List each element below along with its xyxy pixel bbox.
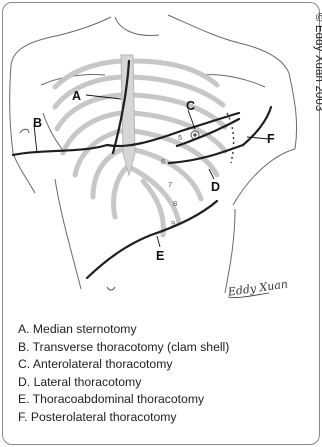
label-b: B bbox=[33, 116, 42, 130]
legend-item-d: D. Lateral thoracotomy bbox=[18, 374, 229, 392]
legend-item-e: E. Thoracoabdominal thoracotomy bbox=[18, 391, 229, 409]
ribcage bbox=[55, 61, 225, 235]
label-e: E bbox=[156, 249, 164, 263]
label-a: A bbox=[72, 89, 81, 103]
rib-number-6: 6 bbox=[161, 157, 165, 166]
scapula-dotted bbox=[227, 113, 234, 163]
copyright-notice: © Eddy Xuan 2003 bbox=[313, 13, 322, 111]
legend-item-c: C. Anterolateral thoracotomy bbox=[18, 356, 229, 374]
torso-illustration: 5 6 7 8 9 A B C bbox=[3, 3, 319, 303]
label-c: C bbox=[186, 99, 195, 113]
legend-list: A. Median sternotomy B. Transverse thora… bbox=[18, 321, 229, 427]
rib-number-5: 5 bbox=[178, 133, 182, 142]
artist-signature: Eddy Xuan bbox=[226, 277, 289, 298]
label-d: D bbox=[211, 180, 220, 194]
legend-item-f: F. Posterolateral thoracotomy bbox=[18, 409, 229, 427]
legend-item-b: B. Transverse thoracotomy (clam shell) bbox=[18, 339, 229, 357]
legend-item-a: A. Median sternotomy bbox=[18, 321, 229, 339]
label-f: F bbox=[267, 132, 275, 146]
rib-number-8: 8 bbox=[173, 199, 177, 208]
incision-e-thoracoabdominal bbox=[87, 201, 217, 278]
svg-text:Eddy Xuan: Eddy Xuan bbox=[226, 277, 289, 298]
rib-number-7: 7 bbox=[168, 180, 172, 189]
figure-frame: 5 6 7 8 9 A B C bbox=[2, 2, 320, 445]
